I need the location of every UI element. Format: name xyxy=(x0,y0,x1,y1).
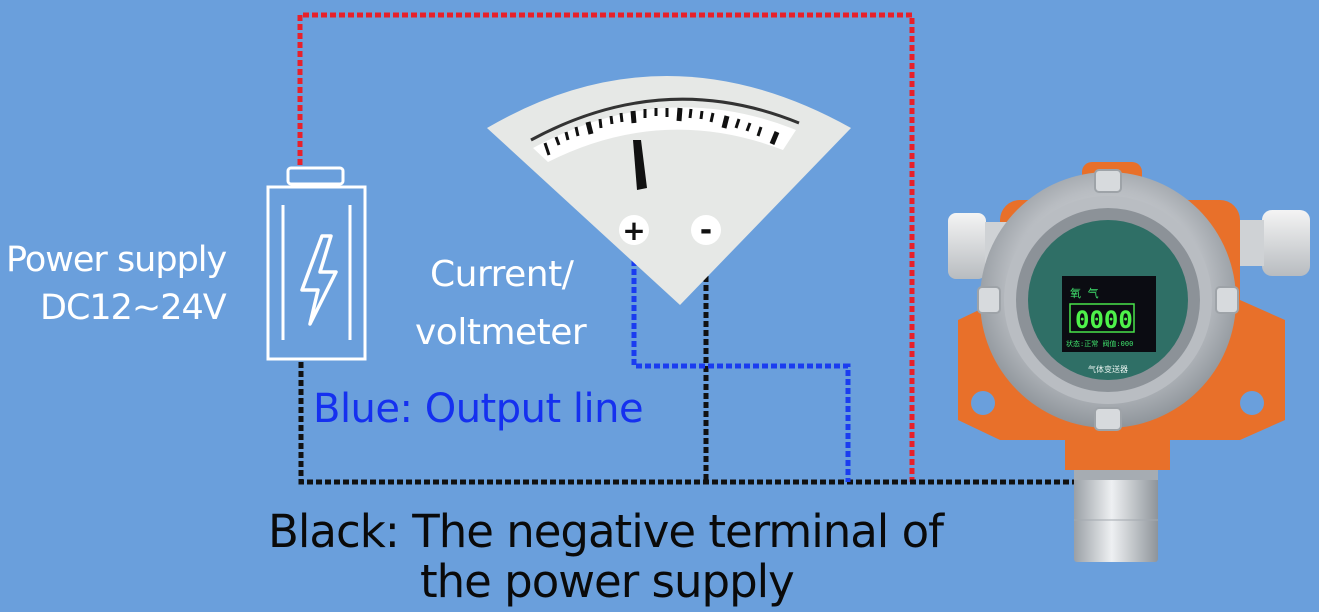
left-cable-gland xyxy=(948,213,986,279)
sensor-probe xyxy=(1074,470,1158,562)
gas-transmitter-device: 氧 气 0000 状态:正常 阀值:000 气体变送器 xyxy=(948,162,1310,562)
power-supply-label: Power supply xyxy=(6,240,227,280)
battery-icon xyxy=(266,166,367,361)
red-wire xyxy=(297,12,915,482)
positive-terminal-label: + xyxy=(622,214,645,247)
power-supply-voltage-label: DC12~24V xyxy=(40,288,227,328)
device-nameplate: 气体变送器 xyxy=(1088,364,1128,374)
screen-gas-label: 氧 气 xyxy=(1070,286,1099,300)
blue-wire-label: Blue: Output line xyxy=(313,386,644,432)
device-screen xyxy=(1062,276,1156,352)
negative-terminal-icon xyxy=(691,215,721,245)
screen-status: 状态:正常 阀值:000 xyxy=(1066,339,1133,348)
blue-wire xyxy=(631,242,851,482)
meter-label-line1: Current/ xyxy=(430,254,574,295)
black-wire xyxy=(298,240,1080,485)
meter-label-line2: voltmeter xyxy=(415,312,587,353)
black-wire-label-line2: the power supply xyxy=(420,555,795,608)
black-wire-label-line1: Black: The negative terminal of xyxy=(268,505,944,558)
negative-terminal-label: - xyxy=(700,213,712,248)
meter-icon: + - xyxy=(487,76,851,305)
right-cable-gland xyxy=(1262,210,1310,276)
positive-terminal-icon xyxy=(619,215,649,245)
screen-reading: 0000 xyxy=(1075,306,1133,334)
